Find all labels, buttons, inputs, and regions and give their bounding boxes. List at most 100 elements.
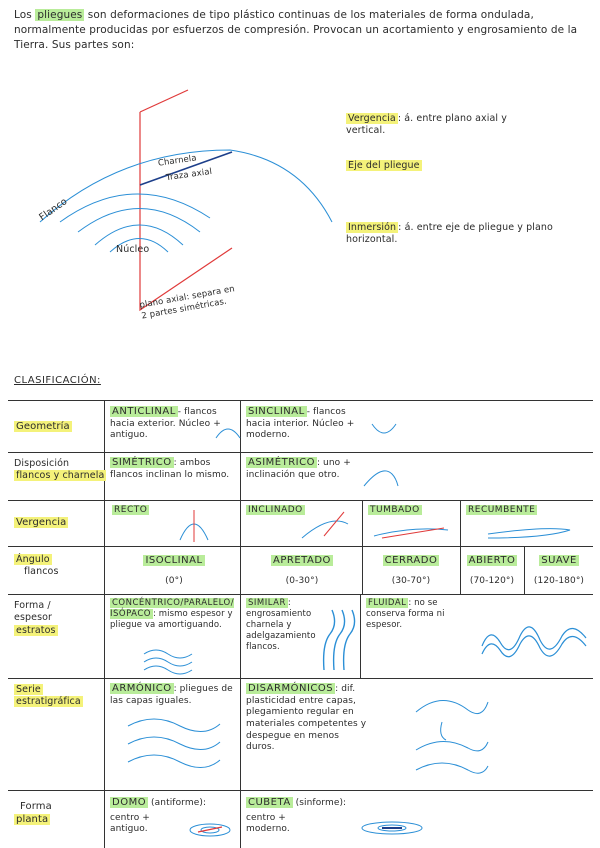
suave-term: SUAVE xyxy=(539,555,579,566)
row-label: Geometría xyxy=(14,421,72,432)
column-divider xyxy=(360,594,361,678)
fluidal-sketch xyxy=(481,626,587,658)
domo-text: centro + antiguo. xyxy=(110,812,150,835)
recumbente-sketch xyxy=(487,528,571,539)
cubeta-cell: CUBETA (sinforme): centro + moderno. xyxy=(246,796,370,836)
fluidal-cell: FLUIDAL: no se conserva forma ni espesor… xyxy=(366,598,466,631)
fold-layer-5 xyxy=(109,238,169,253)
armonico-text: : pliegues de las capas iguales. xyxy=(110,684,233,706)
angulo-apretado: APRETADO (0-30°) xyxy=(246,554,358,587)
fluidal-text: : no se conserva forma ni espesor. xyxy=(366,598,445,631)
cubeta-sketch xyxy=(361,821,423,835)
definition-term: Inmersión xyxy=(346,222,399,233)
armonico-term: ARMÓNICO xyxy=(110,683,174,694)
disarmonico-sketch xyxy=(415,700,489,774)
domo-sketch xyxy=(189,823,231,837)
fluidal-term: FLUIDAL xyxy=(366,598,409,608)
row-divider xyxy=(8,452,593,453)
column-divider xyxy=(460,500,461,594)
vergencia-inclinado: INCLINADO xyxy=(246,505,305,517)
vergencia-recto: RECTO xyxy=(112,505,150,517)
domo-term: DOMO xyxy=(110,797,149,808)
anticlinal-sketch xyxy=(215,428,241,439)
definition-vergencia: Vergencia: á. entre plano axial y vertic… xyxy=(346,113,546,138)
disarmonico-cell: DISARMÓNICOS: dif. plasticidad entre cap… xyxy=(246,682,370,754)
row-label: espesor xyxy=(14,612,53,624)
row-label: estratos xyxy=(14,624,58,636)
row-label: flancos y charnela xyxy=(14,470,107,482)
definition-term: Eje del pliegue xyxy=(346,160,422,171)
fold-layer-3 xyxy=(77,208,201,233)
disarmonico-term: DISARMÓNICOS xyxy=(246,683,336,694)
cerrado-term: CERRADO xyxy=(382,555,440,566)
row-divider xyxy=(8,500,593,501)
column-divider xyxy=(240,400,241,848)
intro-keyword: pliegues xyxy=(35,9,85,21)
definition-text: : á. entre plano axial y vertical. xyxy=(346,113,507,137)
row-label: Forma xyxy=(20,801,52,812)
classification-title: CLASIFICACIÓN: xyxy=(14,375,101,386)
fold-layer-1 xyxy=(39,149,333,223)
row-divider xyxy=(8,678,593,679)
row-label: Ángulo xyxy=(14,554,52,565)
simetrico-term: SIMÉTRICO xyxy=(110,457,174,468)
row-label: Vergencia xyxy=(14,517,69,528)
inclinado-term: INCLINADO xyxy=(246,505,305,515)
angulo-cerrado: CERRADO (30-70°) xyxy=(366,554,456,587)
row-divider xyxy=(8,790,593,791)
cubeta-term: CUBETA xyxy=(246,797,293,808)
isoclinal-range: (0°) xyxy=(165,575,183,586)
sinclinal-sketch xyxy=(371,423,397,434)
similar-term: SIMILAR xyxy=(246,598,288,608)
label-nucleo: Núcleo xyxy=(116,244,150,255)
column-divider xyxy=(104,400,105,848)
domo-cell: DOMO (antiforme): centro + antiguo. xyxy=(110,796,238,836)
row-label: estratigráfica xyxy=(14,696,83,708)
row-label-vergencia: Vergencia xyxy=(14,516,69,529)
apretado-term: APRETADO xyxy=(271,555,333,566)
row-label: planta xyxy=(14,814,51,825)
anticlinal-term: ANTICLINAL xyxy=(110,406,178,417)
angulo-isoclinal: ISOCLINAL (0°) xyxy=(110,554,238,587)
asimetrico-cell: ASIMÉTRICO: uno + inclinación que otro. xyxy=(246,456,356,481)
row-divider xyxy=(8,400,593,401)
cerrado-range: (30-70°) xyxy=(391,575,431,586)
definition-inmersion: Inmersión: á. entre eje de pliegue y pla… xyxy=(346,222,556,247)
sinclinal-cell: SINCLINAL- flancos hacia interior. Núcle… xyxy=(246,405,370,442)
row-label-disposicion: Disposición flancos y charnela xyxy=(14,458,107,483)
row-label: flancos xyxy=(24,566,59,578)
row-label-angulo: Ángulo flancos xyxy=(14,554,59,579)
simetrico-cell: SIMÉTRICO: ambos flancos inclinan lo mis… xyxy=(110,456,238,481)
isoclinal-term: ISOCLINAL xyxy=(143,555,205,566)
definition-term: Vergencia xyxy=(346,113,398,124)
suave-range: (120-180°) xyxy=(533,575,585,586)
inclinado-sketch xyxy=(301,511,349,539)
sinclinal-term: SINCLINAL xyxy=(246,406,307,417)
similar-sketch xyxy=(322,609,356,671)
disarmonico-text: : dif. plasticidad entre capas, plegamie… xyxy=(246,684,367,753)
asimetrico-term: ASIMÉTRICO xyxy=(246,457,317,468)
fold-layer-4 xyxy=(94,224,184,246)
row-label: Serie xyxy=(14,684,43,695)
row-label-forma: Forma / espesor estratos xyxy=(14,600,58,637)
row-label-geometria: Geometría xyxy=(14,420,72,433)
abierto-range: (70-120°) xyxy=(469,575,515,586)
recto-sketch xyxy=(179,510,209,542)
vergencia-tumbado: TUMBADO xyxy=(368,505,422,517)
axial-plane xyxy=(139,112,233,312)
definition-eje: Eje del pliegue xyxy=(346,160,422,172)
abierto-term: ABIERTO xyxy=(466,555,518,566)
tumbado-term: TUMBADO xyxy=(368,505,422,515)
row-label-planta: Forma planta xyxy=(14,800,52,826)
tumbado-sketch xyxy=(373,527,449,539)
cubeta-paren: (sinforme): xyxy=(295,798,347,808)
concentrico-text: : mismo espesor y pliegue va amortiguand… xyxy=(110,609,233,631)
angulo-abierto: ABIERTO (70-120°) xyxy=(462,554,522,587)
axial-plane-top xyxy=(139,89,189,113)
column-divider xyxy=(362,500,363,594)
asimetrico-sketch xyxy=(363,470,399,487)
intro-text-rest: son deformaciones de tipo plástico conti… xyxy=(14,9,578,52)
column-divider xyxy=(524,546,525,594)
apretado-range: (0-30°) xyxy=(285,575,319,586)
angulo-suave: SUAVE (120-180°) xyxy=(526,554,592,587)
